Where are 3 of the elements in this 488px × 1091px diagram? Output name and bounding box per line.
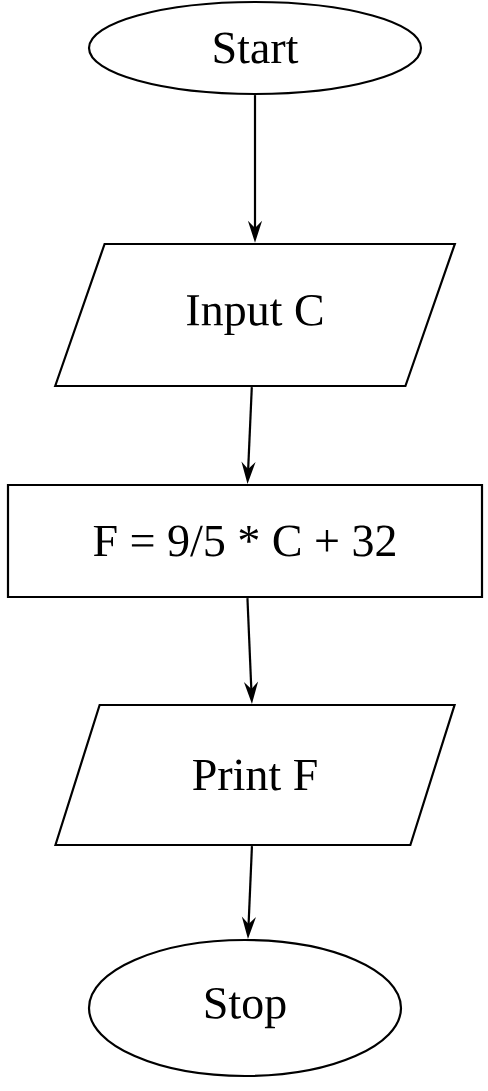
stop-terminal: Stop — [87, 938, 403, 1078]
process-box: F = 9/5 * C + 32 — [6, 483, 484, 599]
start-terminal: Start — [87, 0, 423, 96]
